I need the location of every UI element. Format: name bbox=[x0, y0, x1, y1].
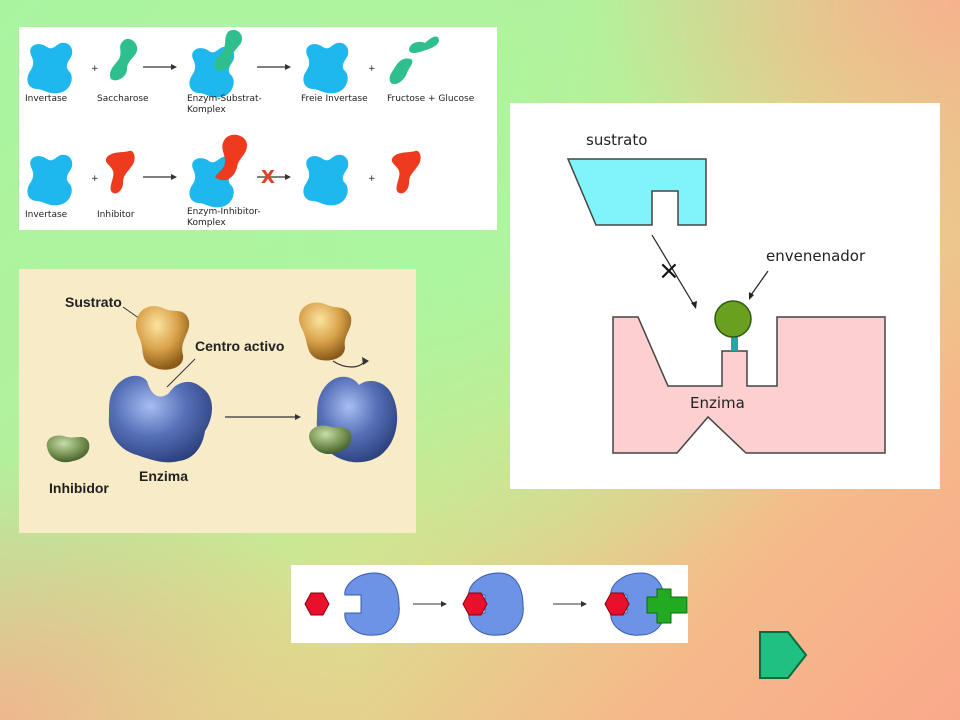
activation-sequence-panel bbox=[291, 565, 688, 643]
plus-sign: + bbox=[368, 64, 376, 74]
label-inhibitor: Inhibidor bbox=[49, 480, 109, 496]
next-arrow-icon bbox=[759, 631, 808, 679]
label-active-site: Centro activo bbox=[195, 338, 284, 354]
blocked-x-icon: X bbox=[261, 167, 275, 188]
label-free-invertase: Freie Invertase bbox=[301, 94, 368, 104]
label-complex: Enzym-Substrat- bbox=[187, 94, 262, 104]
inhibitor-shape bbox=[46, 435, 90, 463]
inhibitor-shape bbox=[391, 150, 421, 194]
enzyme-inhibitor-complex bbox=[189, 134, 247, 208]
next-button[interactable] bbox=[758, 630, 808, 680]
label-inhibitor: Inhibitor bbox=[97, 210, 135, 220]
active-site-diagram: Sustrato Centro activo Enzima Inhibidor bbox=[46, 294, 398, 496]
green-activator bbox=[646, 588, 688, 624]
label-invertase: Invertase bbox=[25, 94, 68, 104]
plus-sign: + bbox=[91, 64, 99, 74]
invertase-reaction-panel: + + Invertase Saccharose Enzym-Substrat-… bbox=[19, 27, 497, 230]
enzyme-shape bbox=[27, 154, 73, 206]
invertase-diagram: + + Invertase Saccharose Enzym-Substrat-… bbox=[25, 29, 475, 228]
active-site-panel: Sustrato Centro activo Enzima Inhibidor bbox=[19, 269, 416, 533]
label-complex: Enzym-Inhibitor- bbox=[187, 207, 261, 217]
label-complex-2: Komplex bbox=[187, 218, 226, 228]
red-molecule bbox=[604, 592, 630, 616]
enzyme-shape bbox=[27, 42, 73, 94]
substrate-shape bbox=[135, 306, 190, 370]
enzyme-open bbox=[344, 572, 400, 636]
plus-sign: + bbox=[368, 174, 376, 184]
enzyme-block bbox=[612, 316, 886, 454]
enzyme-shape bbox=[108, 375, 212, 463]
poison-molecule bbox=[714, 300, 752, 338]
enzyme-bound bbox=[468, 572, 524, 636]
red-molecule bbox=[462, 592, 488, 616]
enzyme-shape bbox=[303, 42, 349, 94]
fructose-shape bbox=[389, 58, 413, 85]
enzyme-substrate-complex bbox=[189, 29, 243, 98]
poison-diagram: sustrato × envenenador Enzima bbox=[566, 131, 886, 454]
inhibitor-shape bbox=[105, 150, 135, 194]
plus-sign: + bbox=[91, 174, 99, 184]
label-enzyme: Enzima bbox=[139, 468, 188, 484]
label-substrate: sustrato bbox=[586, 131, 647, 149]
poison-inhibition-panel: sustrato × envenenador Enzima bbox=[510, 103, 940, 489]
substrate-shape bbox=[299, 302, 352, 361]
red-molecule bbox=[304, 592, 330, 616]
poison-stem bbox=[731, 335, 738, 351]
label-saccharose: Saccharose bbox=[97, 94, 149, 104]
glucose-shape bbox=[409, 36, 439, 53]
label-poison: envenenador bbox=[766, 247, 866, 265]
label-products: Fructose + Glucose bbox=[387, 94, 475, 104]
sequence-diagram bbox=[304, 572, 688, 636]
label-complex-2: Komplex bbox=[187, 105, 226, 115]
label-invertase: Invertase bbox=[25, 210, 68, 220]
label-enzyme: Enzima bbox=[690, 394, 745, 412]
substrate-block bbox=[566, 158, 707, 226]
label-substrate: Sustrato bbox=[65, 294, 122, 310]
enzyme-shape bbox=[303, 154, 349, 206]
substrate-shape bbox=[109, 38, 138, 81]
blocked-x-icon: × bbox=[658, 256, 680, 286]
